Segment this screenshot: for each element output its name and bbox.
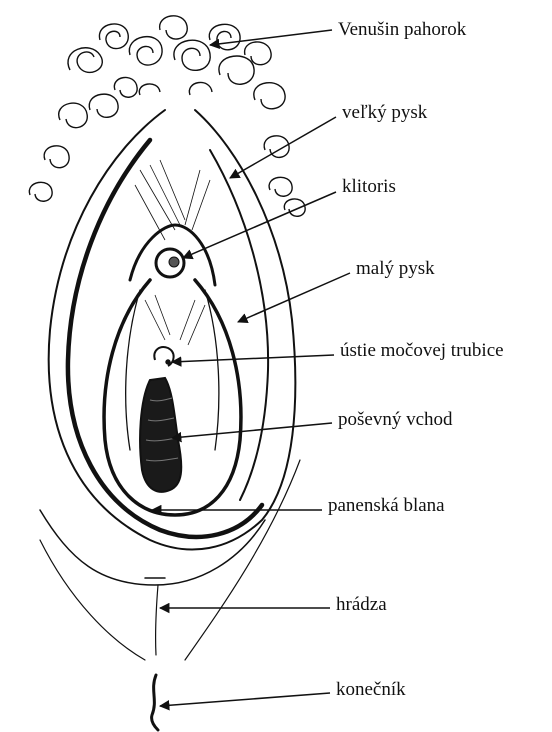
label-ustie-mocovej-trubice: ústie močovej trubice [340, 341, 504, 360]
label-klitoris: klitoris [342, 177, 396, 196]
label-posevny-vchod: poševný vchod [338, 410, 453, 429]
label-venusin-pahorok: Venušin pahorok [338, 20, 466, 39]
label-konecnik: konečník [336, 680, 406, 699]
label-hradza: hrádza [336, 595, 387, 614]
label-panenska-blana: panenská blana [328, 496, 445, 515]
label-velky-pysk: veľký pysk [342, 103, 427, 122]
label-maly-pysk: malý pysk [356, 259, 435, 278]
